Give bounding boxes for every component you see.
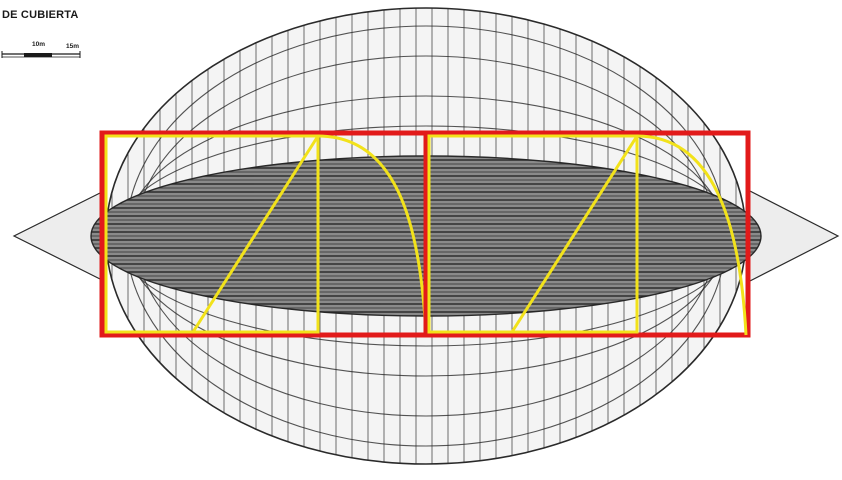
golden-rectangle-right	[423, 130, 751, 338]
drawing-title: DE CUBIERTA	[2, 9, 79, 21]
golden-square-left	[104, 134, 320, 334]
scale-label-15m: 15m	[66, 43, 80, 50]
golden-diagonal-left	[191, 135, 320, 333]
scale-bar	[1, 51, 81, 58]
scale-label-10m: 10m	[32, 41, 46, 48]
left-spike	[12, 189, 107, 283]
golden-arc-right	[636, 134, 748, 336]
right-spike	[747, 189, 840, 283]
golden-diagonal-right	[510, 135, 639, 333]
golden-figure-right	[423, 130, 751, 338]
golden-square-right	[427, 134, 639, 334]
golden-arc-left	[317, 134, 428, 336]
